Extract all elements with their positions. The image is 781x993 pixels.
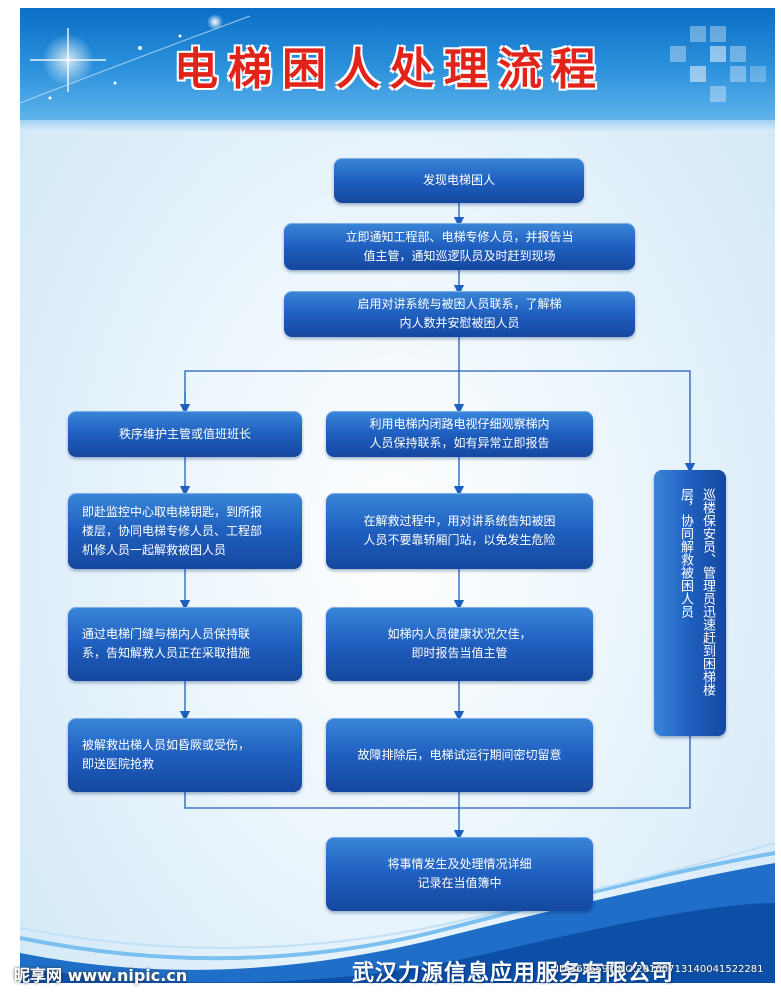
step-intercom-line2: 内人数并安慰被困人员 — [399, 316, 520, 330]
header-banner: 电梯困人处理流程 — [20, 8, 775, 120]
step-notify-line2: 值主管，通知巡逻队员及时赶到现场 — [363, 248, 556, 263]
middle-step-trial-run: 故障排除后，电梯试运行期间密切留意 — [326, 718, 593, 792]
left-step-supervisor: 秩序维护主管或值班班长 — [68, 411, 302, 457]
left-step-hospital-line1: 被解救出梯人员如昏厥或受伤， — [82, 738, 251, 752]
middle-step-trial-run-text: 故障排除后，电梯试运行期间密切留意 — [357, 747, 562, 762]
watermark-site: 昵享网 www.nipic.cn — [14, 966, 188, 985]
middle-step-health-line1: 如梯内人员健康状况欠佳， — [387, 627, 532, 641]
middle-step-cctv-line2: 人员保持联系，如有异常立即报告 — [369, 436, 550, 450]
left-step-hospital: 被解救出梯人员如昏厥或受伤， 即送医院抢救 — [68, 718, 302, 792]
page-title: 电梯困人处理流程 — [174, 44, 606, 95]
right-step-patrol-guards: 巡楼保安员、管理员迅速赶到困梯楼层，协同解救被困人员 — [654, 470, 726, 736]
watermark-id: ID:3686597 NO:20160713140041522281 — [556, 964, 764, 975]
step-notify-engineering: 立即通知工程部、电梯专修人员，并报告当 值主管，通知巡逻队员及时赶到现场 — [284, 223, 635, 270]
bottom-wave-decoration — [20, 843, 775, 983]
left-step-keep-contact-line2: 系，告知解救人员正在采取措施 — [82, 646, 251, 660]
middle-step-cctv: 利用电梯内闭路电视仔细观察梯内 人员保持联系，如有异常立即报告 — [326, 411, 593, 457]
header-band — [20, 120, 775, 132]
left-step-fetch-key: 即赴监控中心取电梯钥匙，到所报 楼层，协同电梯专修人员、工程部 机修人员一起解救… — [68, 493, 302, 569]
middle-step-warn-door-line1: 在解救过程中，用对讲系统告知被困 — [363, 514, 556, 528]
left-step-hospital-line2: 即送医院抢救 — [82, 757, 155, 771]
middle-step-health-report: 如梯内人员健康状况欠佳， 即时报告当值主管 — [326, 607, 593, 681]
middle-step-health-line2: 即时报告当值主管 — [411, 646, 508, 660]
left-step-fetch-key-line2: 楼层，协同电梯专修人员、工程部 — [82, 523, 263, 538]
left-step-keep-contact-line1: 通过电梯门缝与梯内人员保持联 — [82, 627, 251, 641]
sparkle-decoration — [20, 14, 251, 104]
middle-step-warn-door-line2: 人员不要靠轿厢门站，以免发生危险 — [363, 533, 556, 547]
step-record-line2: 记录在当值簿中 — [417, 876, 502, 890]
middle-step-warn-door: 在解救过程中，用对讲系统告知被困 人员不要靠轿厢门站，以免发生危险 — [326, 493, 593, 569]
middle-step-cctv-line1: 利用电梯内闭路电视仔细观察梯内 — [369, 417, 550, 431]
step-record-line1: 将事情发生及处理情况详细 — [387, 857, 532, 871]
left-step-fetch-key-line1: 即赴监控中心取电梯钥匙，到所报 — [82, 504, 263, 519]
left-step-supervisor-text: 秩序维护主管或值班班长 — [118, 426, 251, 441]
right-step-patrol-text: 巡楼保安员、管理员迅速赶到困梯楼层，协同解救被困人员 — [678, 488, 715, 696]
step-intercom-contact: 启用对讲系统与被困人员联系，了解梯 内人数并安慰被困人员 — [284, 291, 635, 337]
step-notify-line1: 立即通知工程部、电梯专修人员，并报告当 — [345, 229, 574, 244]
step-intercom-line1: 启用对讲系统与被困人员联系，了解梯 — [357, 297, 562, 311]
left-step-keep-contact: 通过电梯门缝与梯内人员保持联 系，告知解救人员正在采取措施 — [68, 607, 302, 681]
step-discover-text: 发现电梯困人 — [422, 173, 495, 187]
company-name: 武汉力源信息应用服务有限公司 — [352, 961, 675, 986]
step-discover-trapped: 发现电梯困人 — [334, 158, 584, 203]
left-step-fetch-key-line3: 机修人员一起解救被困人员 — [82, 542, 227, 557]
step-record-duty-log: 将事情发生及处理情况详细 记录在当值簿中 — [326, 837, 593, 911]
